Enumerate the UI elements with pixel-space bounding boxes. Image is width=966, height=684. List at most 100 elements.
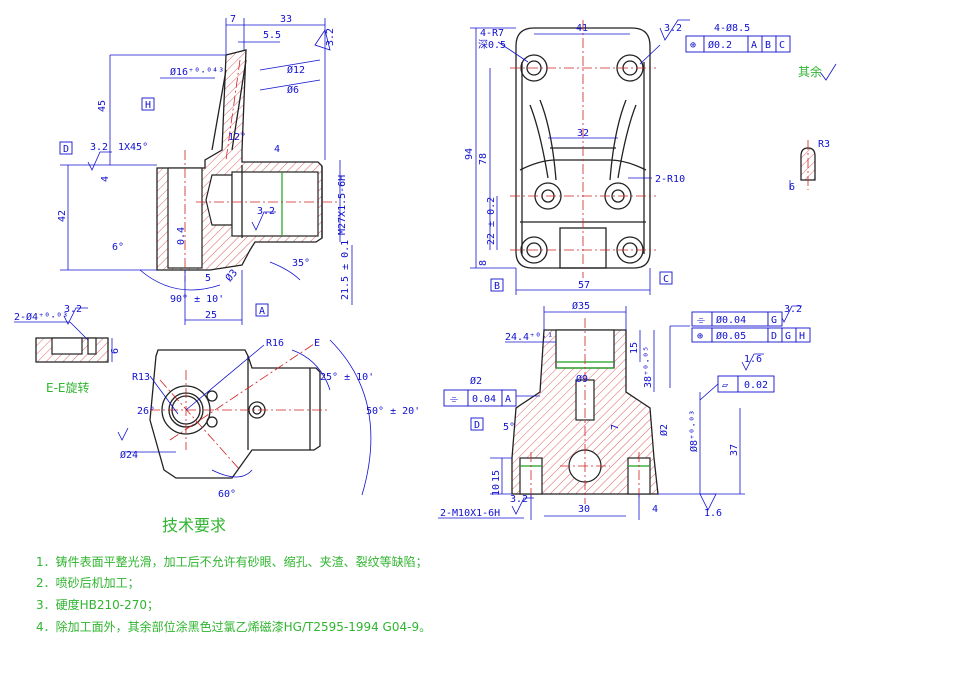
tolerance-ref: C [779,40,785,51]
dim-label: 42 [57,210,68,222]
dim-label: Ø2 [658,424,670,436]
dim-label: Ø35 [572,300,590,312]
dim-label: 15 [629,342,640,354]
tolerance-value: Ø0.2 [708,39,732,51]
dim-label: 30 [578,504,590,515]
dim-label: 5 [205,273,211,284]
technical-notes: 技术要求 1．铸件表面平整光滑，加工后不允许有砂眼、缩孔、夹渣、裂纹等缺陷； 2… [36,516,431,634]
dim-label: 深0.5 [478,39,506,51]
tolerance-ref: A [751,40,757,51]
dim-label: 33 [280,14,292,25]
roughness-label: 3.2 [784,304,802,315]
tolerance-symbol: ⊕ [690,40,696,51]
note-item: 1．铸件表面平整光滑，加工后不允许有砂眼、缩孔、夹渣、裂纹等缺陷； [36,554,428,569]
dim-label: 21.5 ± 0.1 [340,240,351,300]
side-section-view [59,18,353,325]
note-item: 3．硬度HB210-270； [36,597,159,612]
dim-label: 4 [274,144,280,155]
datum-a: A [259,306,265,317]
datum-d: D [63,144,69,155]
datum-b: B [494,281,500,292]
dim-label: 4 [652,504,658,515]
tolerance-count: 4-Ø8.5 [714,22,750,34]
dim-label: 37 [729,444,740,456]
dim-label: 45 [97,100,108,112]
section-label: E-E旋转 [46,380,90,395]
dim-label: 57 [578,280,590,291]
roughness-label: 3.2 [257,206,275,217]
dim-label: Ø8⁺⁰·⁰³ [688,410,700,452]
dim-label: R13 [132,372,150,383]
tolerance-symbol: ▱ [722,380,728,391]
section-ee: 2-Ø4⁺⁰·⁰³ 3.2 6 E-E旋转 [14,304,121,395]
datum-c: C [663,274,669,285]
dim-label: 32 [577,128,589,139]
thread-label: M27X1.5-6H [337,175,348,235]
dim-label: 90° ± 10' [170,294,224,305]
tolerance-ref: D [771,331,777,342]
note-item: 2．喷砂后机加工； [36,576,140,590]
tolerance-value: Ø0.05 [716,330,746,342]
roughness-label: 3.2 [64,304,82,315]
dim-label: 24.4⁺⁰·¹ [505,332,553,343]
roughness-label: 1.6 [744,354,762,365]
dim-label: 22 ± 0.2 [486,197,497,245]
tolerance-symbol: ⌯ [697,315,705,326]
dim-label: 8 [478,260,489,266]
dim-label: 60° [218,489,236,500]
tolerance-ref: G [785,331,791,342]
roughness-label: 3.2 [90,142,108,153]
dim-label: R16 [266,338,284,349]
dim-label: 25 [205,310,217,321]
roughness-label: 1.6 [704,508,722,519]
dim-label: 5.5 [263,30,281,41]
side-view-labels: 7 33 5.5 3.2 Ø16⁺⁰·⁰⁴³ Ø12 Ø6 45 12° 4 1… [57,14,351,321]
dim-label: 6° [112,242,124,253]
tolerance-value: 0.02 [744,380,768,391]
front-view [470,19,837,295]
dim-label: Ø12 [287,64,305,76]
roughness-label: 3.2 [664,23,682,34]
tolerance-symbol: ⊕ [697,331,703,342]
rest-roughness-label: 其余 [798,64,822,79]
dim-label: 41 [576,23,588,34]
tolerance-ref: H [799,331,805,342]
roughness-label: 3.2 [510,494,528,505]
tolerance-ref: B [765,40,771,51]
dim-label: 1X45° [118,142,148,153]
dim-label: 0.4 [176,227,187,245]
dim-label: 12° [228,132,246,143]
dim-label: Ø9 [576,373,588,385]
bottom-section-view [438,305,811,520]
tolerance-value: Ø0.04 [716,314,746,326]
dim-label: 2-Ø4⁺⁰·⁰³ [14,311,68,323]
note-item: 4．除加工面外，其余部位涂黑色过氯乙烯磁漆HG/T2595-1994 G04-9… [36,619,431,634]
dim-label: Ø16⁺⁰·⁰⁴³ [170,66,224,78]
dim-label: Ø24 [120,449,138,461]
dim-label: R3 [818,139,830,150]
dim-label: 94 [464,148,475,160]
thread-label: 2-M10X1-6H [440,508,500,519]
top-view: R16 R13 26° 25° ± 10' 50° ± 20' Ø24 60° … [117,338,420,500]
dim-label: 38⁺⁰·⁰⁵ [643,346,654,388]
dim-label: 7 [610,424,621,430]
tolerance-ref: G [771,315,777,326]
front-view-labels: 4-R7 深0.5 41 3.2 4-Ø8.5 ⊕ Ø0.2 A B C 32 … [464,22,822,292]
datum-d: D [474,420,480,431]
tolerance-value: 0.04 [472,394,496,405]
bottom-section-labels: Ø35 24.4⁺⁰·¹ 15 38⁺⁰·⁰⁵ Ø9 7 Ø2 Ø8⁺⁰·⁰³ … [440,300,805,519]
datum-h: H [145,100,151,111]
tolerance-ref: A [505,394,511,405]
dim-label: 35° [292,258,310,269]
dim-label: 15 [491,470,502,482]
dim-label: 5° [503,422,515,433]
dim-label: 2-R10 [655,174,685,185]
dim-label: 6 [789,182,795,193]
notes-title: 技术要求 [162,516,226,535]
dim-label: Ø2 [470,375,482,387]
dim-label: 4-R7 [480,28,504,39]
dim-label: 4 [100,176,111,182]
dim-label: 26° [137,406,155,417]
dim-label: 7 [230,14,236,25]
